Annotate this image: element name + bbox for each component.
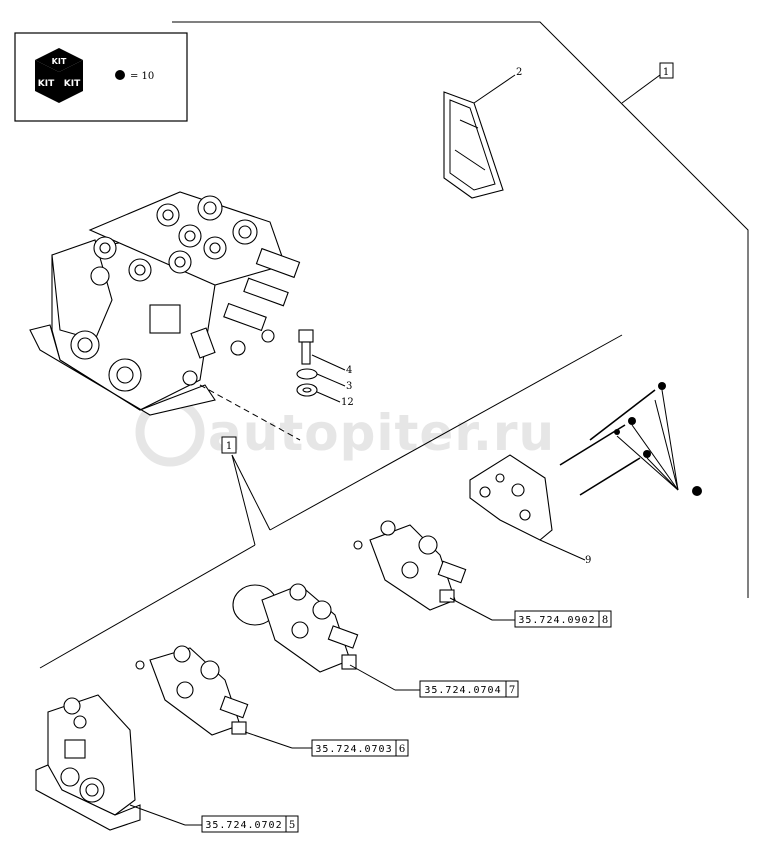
ref-box-8[interactable]: 35.724.0902 8 (514, 610, 612, 628)
svg-text:KIT: KIT (52, 57, 67, 66)
kit-legend: KIT KIT KIT = 10 (14, 32, 188, 122)
ref-code: 35.724.0703 (315, 744, 392, 755)
end-plate: 9 (469, 454, 591, 566)
label-item-3: 3 (346, 381, 352, 392)
svg-text:KIT: KIT (64, 79, 81, 89)
kit-quantity: = 10 (130, 71, 154, 82)
ref-item: 6 (399, 744, 405, 755)
tie-rods (559, 382, 702, 496)
assembly-boundary (39, 21, 749, 669)
ref-code: 35.724.0902 (518, 615, 595, 626)
watermark: autopiter.ru (135, 397, 555, 467)
ref-box-6[interactable]: 35.724.0703 6 (311, 739, 409, 757)
label-item-12: 12 (341, 397, 354, 408)
svg-text:KIT: KIT (38, 79, 55, 89)
kit-dot-icon (692, 486, 702, 496)
valve-section-7 (232, 583, 420, 691)
label-item-9: 9 (585, 555, 591, 566)
valve-section-8 (353, 520, 515, 621)
callout-item-1-lower: 1 (221, 436, 237, 454)
gasket-plate: 2 (443, 67, 522, 199)
control-valve-assembly (29, 191, 301, 441)
ref-code: 35.724.0704 (424, 685, 501, 696)
ref-item: 7 (509, 685, 515, 696)
watermark-text: autopiter.ru (208, 404, 555, 462)
ref-item: 5 (289, 820, 295, 831)
ref-item: 8 (602, 615, 608, 626)
svg-text:1: 1 (663, 67, 669, 78)
valve-section-6 (135, 645, 312, 749)
kit-dot-icon (115, 70, 125, 80)
kit-icon: KIT KIT KIT (35, 48, 83, 103)
ref-code: 35.724.0702 (205, 820, 282, 831)
ref-box-7[interactable]: 35.724.0704 7 (419, 680, 519, 698)
ref-box-5[interactable]: 35.724.0702 5 (201, 815, 299, 833)
svg-text:1: 1 (226, 441, 232, 452)
label-item-2: 2 (516, 67, 522, 78)
callout-item-1: 1 (621, 62, 674, 104)
label-item-4: 4 (346, 365, 352, 376)
fastener-set: 4 3 12 (296, 329, 354, 408)
valve-section-5 (35, 694, 202, 831)
